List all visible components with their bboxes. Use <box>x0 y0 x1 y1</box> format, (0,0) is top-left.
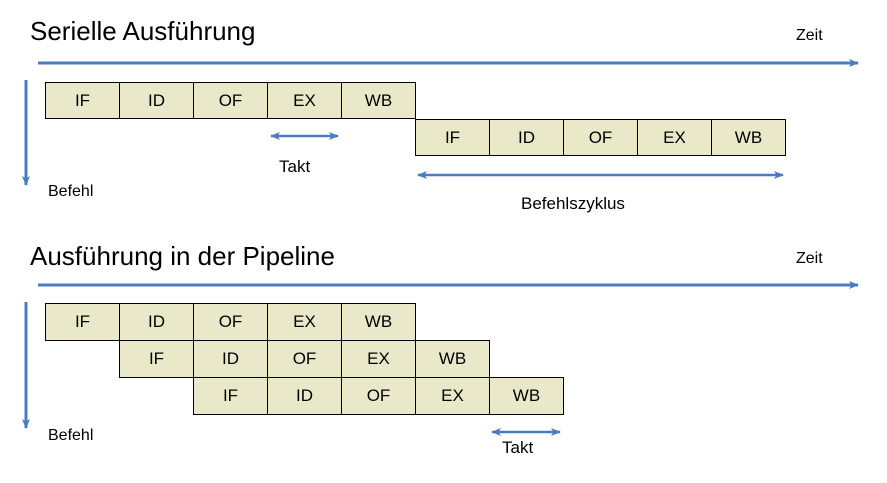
serial-stage-box: IF <box>415 119 490 156</box>
pipeline-stage-box: OF <box>267 340 342 378</box>
serial-stage-box: WB <box>711 119 786 156</box>
serial-stage-box: EX <box>267 82 342 119</box>
serial-stage-box: OF <box>563 119 638 156</box>
serial-stage-box: ID <box>489 119 564 156</box>
pipeline-stage-box: WB <box>489 377 564 415</box>
pipeline-stage-box: IF <box>119 340 194 378</box>
pipeline-stage-box: ID <box>267 377 342 415</box>
serial-stage-box: ID <box>119 82 194 119</box>
serial-takt-label: Takt <box>279 157 311 176</box>
serial-stage-box: WB <box>341 82 416 119</box>
pipeline-stage-box: IF <box>45 303 120 341</box>
pipeline-instruction-axis-label: Befehl <box>48 427 94 444</box>
pipeline-stage-box: OF <box>193 303 268 341</box>
pipeline-stage-box: WB <box>415 340 490 378</box>
serial-stage-box: EX <box>637 119 712 156</box>
pipeline-section-title: Ausführung in der Pipeline <box>30 241 335 271</box>
serial-stage-box: IF <box>45 82 120 119</box>
serial-stage-box: OF <box>193 82 268 119</box>
pipeline-stage-box: ID <box>119 303 194 341</box>
serial-time-axis-label: Zeit <box>796 27 823 44</box>
serial-section-title: Serielle Ausführung <box>30 16 256 46</box>
pipeline-takt-label: Takt <box>502 438 534 457</box>
pipeline-time-axis-label: Zeit <box>796 250 823 267</box>
pipeline-stage-box: WB <box>341 303 416 341</box>
pipeline-stage-box: EX <box>341 340 416 378</box>
pipeline-stage-box: EX <box>415 377 490 415</box>
pipeline-stage-box: EX <box>267 303 342 341</box>
pipeline-stage-box: OF <box>341 377 416 415</box>
serial-befehlszyklus-label: Befehlszyklus <box>521 194 625 213</box>
pipeline-stage-box: IF <box>193 377 268 415</box>
serial-instruction-axis-label: Befehl <box>48 183 94 200</box>
pipeline-stage-box: ID <box>193 340 268 378</box>
